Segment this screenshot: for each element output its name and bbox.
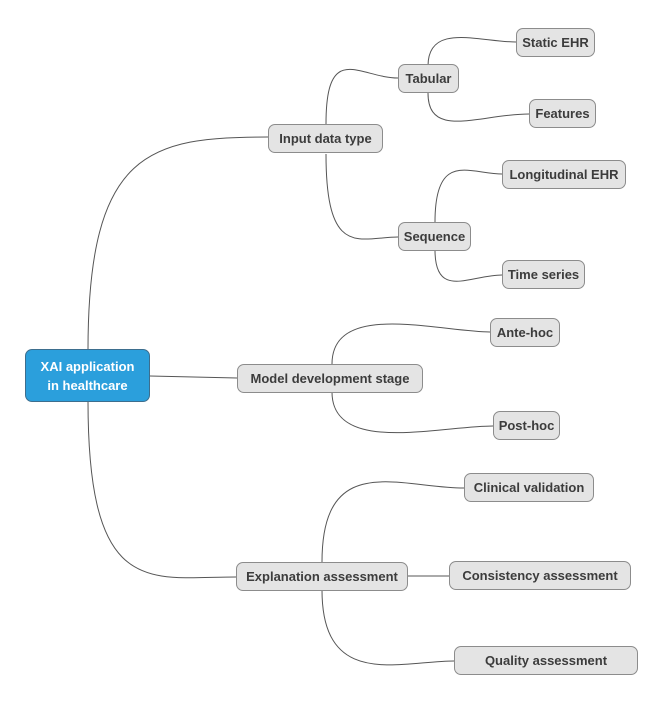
- node-input-data-type[interactable]: Input data type: [268, 124, 383, 153]
- connector-model-antehoc: [331, 323, 491, 365]
- connector-input-tabular: [325, 69, 399, 125]
- node-features[interactable]: Features: [529, 99, 596, 128]
- root-label-line1: XAI application: [40, 358, 135, 374]
- node-tabular[interactable]: Tabular: [398, 64, 459, 93]
- node-static-ehr[interactable]: Static EHR: [516, 28, 595, 57]
- connector-input-sequence: [325, 153, 399, 240]
- connector-tabular-static: [427, 37, 517, 67]
- node-consistency-assessment[interactable]: Consistency assessment: [449, 561, 631, 590]
- node-longitudinal-ehr[interactable]: Longitudinal EHR: [502, 160, 626, 189]
- node-time-series[interactable]: Time series: [502, 260, 585, 289]
- root-label-line2: in healthcare: [47, 377, 128, 393]
- connector-model-posthoc: [331, 391, 494, 434]
- node-explanation-assessment[interactable]: Explanation assessment: [236, 562, 408, 591]
- connector-tabular-features: [427, 92, 530, 122]
- connector-root-model: [149, 375, 238, 379]
- node-clinical-validation[interactable]: Clinical validation: [464, 473, 594, 502]
- connector-sequence-timeseries: [434, 249, 503, 282]
- node-post-hoc[interactable]: Post-hoc: [493, 411, 560, 440]
- node-quality-assessment[interactable]: Quality assessment: [454, 646, 638, 675]
- node-model-development-stage[interactable]: Model development stage: [237, 364, 423, 393]
- node-sequence[interactable]: Sequence: [398, 222, 471, 251]
- connector-root-explanation: [87, 400, 237, 579]
- node-ante-hoc[interactable]: Ante-hoc: [490, 318, 560, 347]
- connector-root-input: [87, 136, 269, 351]
- connector-expl-clinical: [321, 481, 465, 563]
- connector-expl-quality: [321, 589, 455, 666]
- root-node-xai-application[interactable]: XAI application in healthcare: [25, 349, 150, 402]
- connector-sequence-longitudinal: [434, 169, 503, 223]
